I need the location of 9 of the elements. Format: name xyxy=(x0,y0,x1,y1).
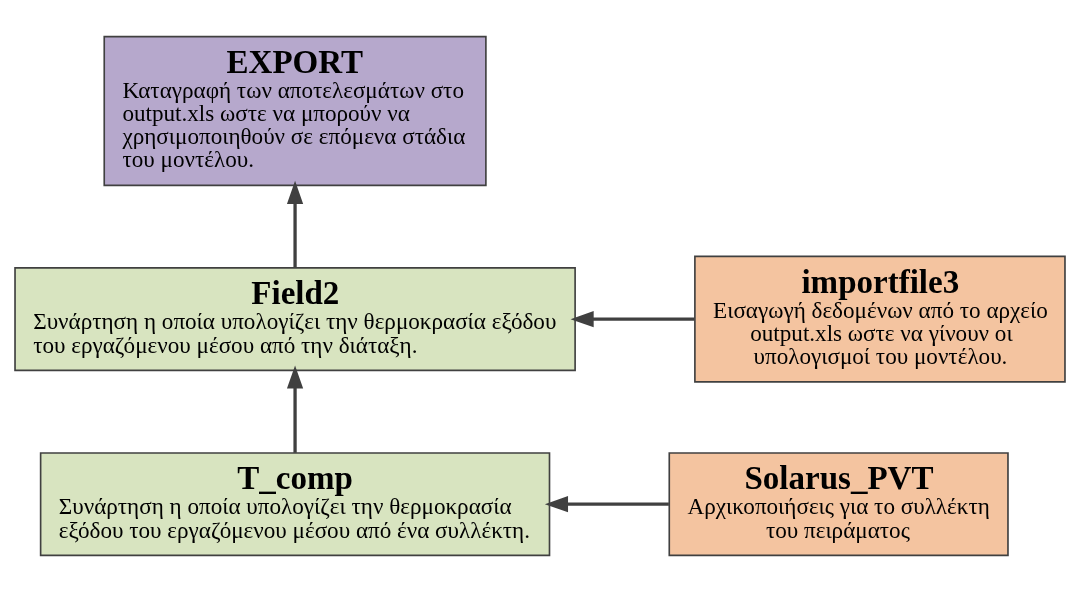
arrow xyxy=(570,311,695,328)
node-box: Solarus_PVT Αρχικοποιήσεις για το συλλέκτη του πειράματος xyxy=(668,452,1009,557)
arrow xyxy=(286,365,304,453)
node-box: importfile3 Εισαγωγή δεδομένων από το αρχείο output.xls ωστε να γίνουν οι υπολογισμοί του μοντέλου. xyxy=(694,255,1066,383)
arrow xyxy=(286,180,304,268)
node-box: Field2 Συνάρτηση η οποία υπολογίζει την θερμοκρασία εξόδου του εργαζόμενου μέσου από την διάταξη. xyxy=(14,267,576,372)
node-box: T_comp Συνάρτηση η οποία υπολογίζει την θερμοκρασία εξόδου του εργαζόμενου μέσου από ένα συλλέκτη. xyxy=(39,452,551,557)
arrow xyxy=(544,496,669,513)
node-box: EXPORT Καταγραφή των αποτελεσμάτων στο output.xls ωστε να μπορούν να χρησιμοποιηθούν σε επόμενα στάδια του μοντέλου. xyxy=(103,35,487,187)
